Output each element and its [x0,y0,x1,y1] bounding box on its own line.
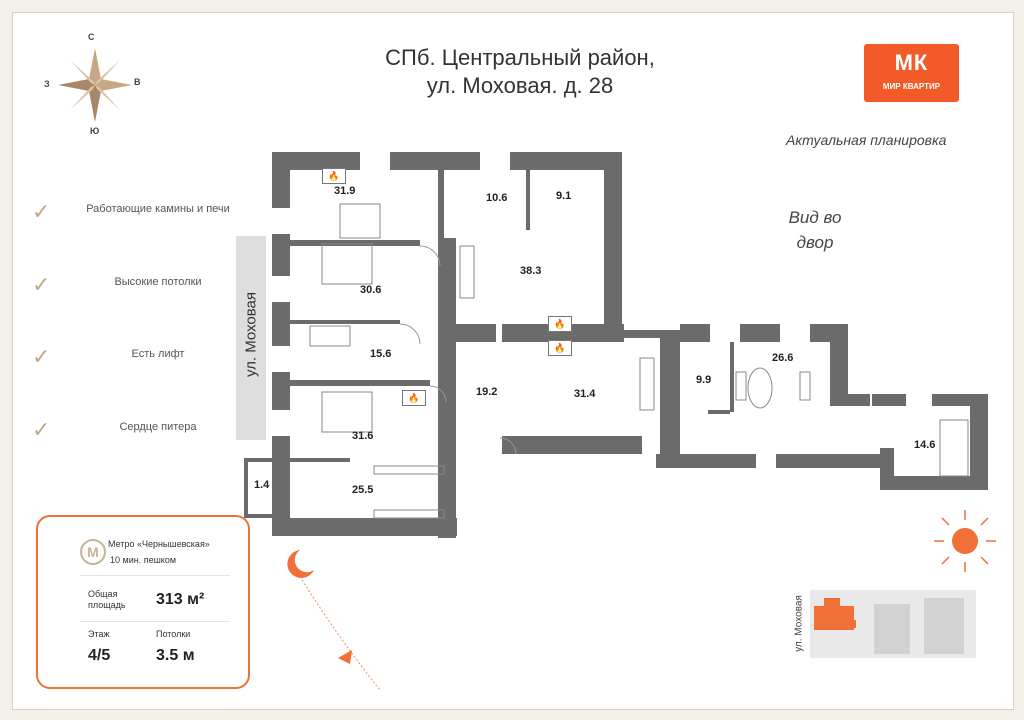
feature-label: Есть лифт [131,348,185,360]
metro-icon: M [80,539,106,565]
room-area: 25.5 [352,484,374,496]
divider [80,621,230,622]
room-area: 14.6 [914,439,936,451]
room-area: 26.6 [772,352,794,364]
fireplace-icon: 🔥 [402,390,426,406]
check-icon: ✓ [32,272,51,297]
divider [80,575,230,576]
check-icon: ✓ [32,199,51,224]
compass-south: Ю [90,126,100,136]
floor-label: Этаж [88,629,110,639]
floor-plan [244,152,988,538]
metro-name: Метро «Чернышевская» [108,539,210,549]
ceiling-label: Потолки [156,629,191,639]
area-label-2: площадь [88,600,126,610]
room-area: 38.3 [520,265,542,277]
feature-label: Сердце питера [119,421,197,433]
room-area: 9.9 [696,374,712,386]
check-icon: ✓ [32,344,51,369]
room-area: 10.6 [486,192,508,204]
compass-west: З [44,79,50,89]
room-area: 1.4 [254,479,270,491]
street-strip: ул. Моховая [236,236,266,440]
view-note: Вид во двор [788,208,842,252]
metro-walk: 10 мин. пешком [110,555,177,565]
feature-label: Высокие потолки [114,276,202,288]
fireplace-icon: 🔥 [322,168,346,184]
sun-path-icon [287,550,381,691]
info-card: M Метро «Чернышевская» 10 мин. пешком Об… [36,515,250,689]
room-area: 30.6 [360,284,382,296]
feature-label: Работающие камины и печи [86,203,230,215]
building-location-map [810,590,976,658]
room-area: 31.4 [574,388,596,400]
room-area: 31.6 [352,430,374,442]
sun-icon [934,510,996,572]
room-area: 19.2 [476,386,498,398]
logo-text: МИР КВАРТИР [882,82,941,91]
compass-east: В [134,77,141,87]
compass-north: С [88,32,95,42]
status-note: Актуальная планировка [786,132,947,148]
logo-mark: МК [894,50,929,75]
fireplace-icon: 🔥 [548,316,572,332]
ceiling-value: 3.5 м [156,647,195,664]
area-value: 313 м² [156,591,205,608]
title-line-2: ул. Моховая. д. 28 [426,73,614,98]
street-label-small: ул. Моховая [793,595,805,652]
page-title: СПб. Центральный район, ул. Моховая. д. … [360,44,680,100]
floor-value: 4/5 [88,647,111,664]
brand-logo: МК МИР КВАРТИР [864,44,959,102]
fireplace-icon: 🔥 [548,340,572,356]
area-label-1: Общая [88,589,118,599]
title-line-1: СПб. Центральный район, [385,45,655,70]
room-area: 15.6 [370,348,392,360]
room-area: 9.1 [556,190,572,202]
room-area: 31.9 [334,185,356,197]
compass-rose-icon [58,48,132,122]
check-icon: ✓ [32,417,51,442]
